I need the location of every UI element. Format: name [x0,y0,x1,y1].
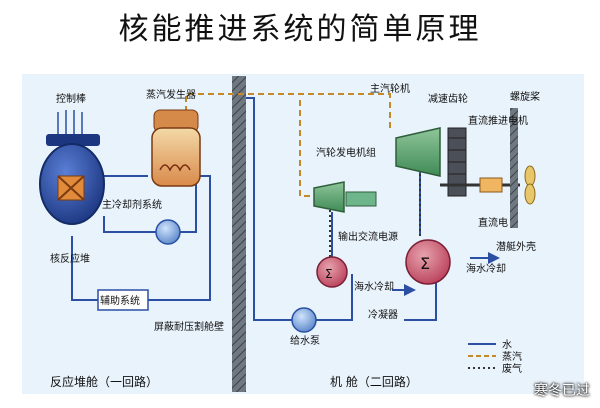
label-dc-propulsion-motor: 直流推进电机 [468,114,528,127]
label-reactor-compartment: 反应堆舱（一回路） [50,374,158,389]
label-reduction-gear: 减速齿轮 [428,92,468,105]
legend-label-water: 水 [502,339,512,351]
label-propeller: 螺旋桨 [510,90,540,103]
propeller [524,165,536,205]
label-ac-output: 输出交流电源 [338,230,398,243]
legend-lines [468,343,496,369]
label-reactor: 核反应堆 [50,252,90,265]
label-main-turbine: 主汽轮机 [370,82,410,95]
steam-generator [151,109,201,187]
svg-text:Σ: Σ [325,267,333,281]
condenser-small: Σ [316,256,348,288]
page-title: 核能推进系统的简单原理 [118,12,482,47]
label-condenser: 冷凝器 [368,308,398,321]
exhaust-lines [329,164,421,262]
legend-label-exhaust: 废气 [502,362,522,375]
shield-bulkhead [232,76,246,392]
label-feed-pump: 给水泵 [290,334,320,347]
label-seawater-cooling: 海水冷却 [466,262,506,275]
label-engine-compartment: 机 舱（二回路） [330,374,418,389]
label-hull: 潜艇外壳 [496,240,536,253]
feed-pump [291,307,317,333]
label-steam-generator: 蒸汽发生器 [146,88,196,101]
diagram-panel [22,74,584,394]
svg-text:Σ: Σ [420,254,430,273]
seawater-arrows [392,252,500,296]
aux-system-box [97,289,149,311]
label-seawater-cooling-2: 海水冷却 [354,280,394,293]
dc-propulsion-motor [479,177,503,193]
legend-label-steam: 蒸汽 [502,350,522,363]
label-aux-system: 辅助系统 [100,294,140,307]
label-dc-power: 直流电 [478,216,508,229]
secondary-loop-pipes [246,97,437,321]
reduction-gear [447,127,467,197]
watermark: 寒冬已过 [534,383,590,399]
label-main-coolant-system: 主冷却剂系统 [102,198,162,211]
condenser-large: Σ [405,239,451,285]
reactor [39,110,105,225]
turbo-generator-turbine [313,181,345,213]
primary-pump [155,219,181,245]
submarine-hull [510,108,518,228]
label-shield-bulkhead: 屏蔽耐压割舱壁 [154,320,224,333]
turbo-generator-motor [345,191,377,207]
main-turbine [395,127,441,177]
steam-line [185,93,391,197]
label-control-rod: 控制棒 [56,92,86,105]
label-turbo-generator: 汽轮发电机组 [316,146,376,159]
